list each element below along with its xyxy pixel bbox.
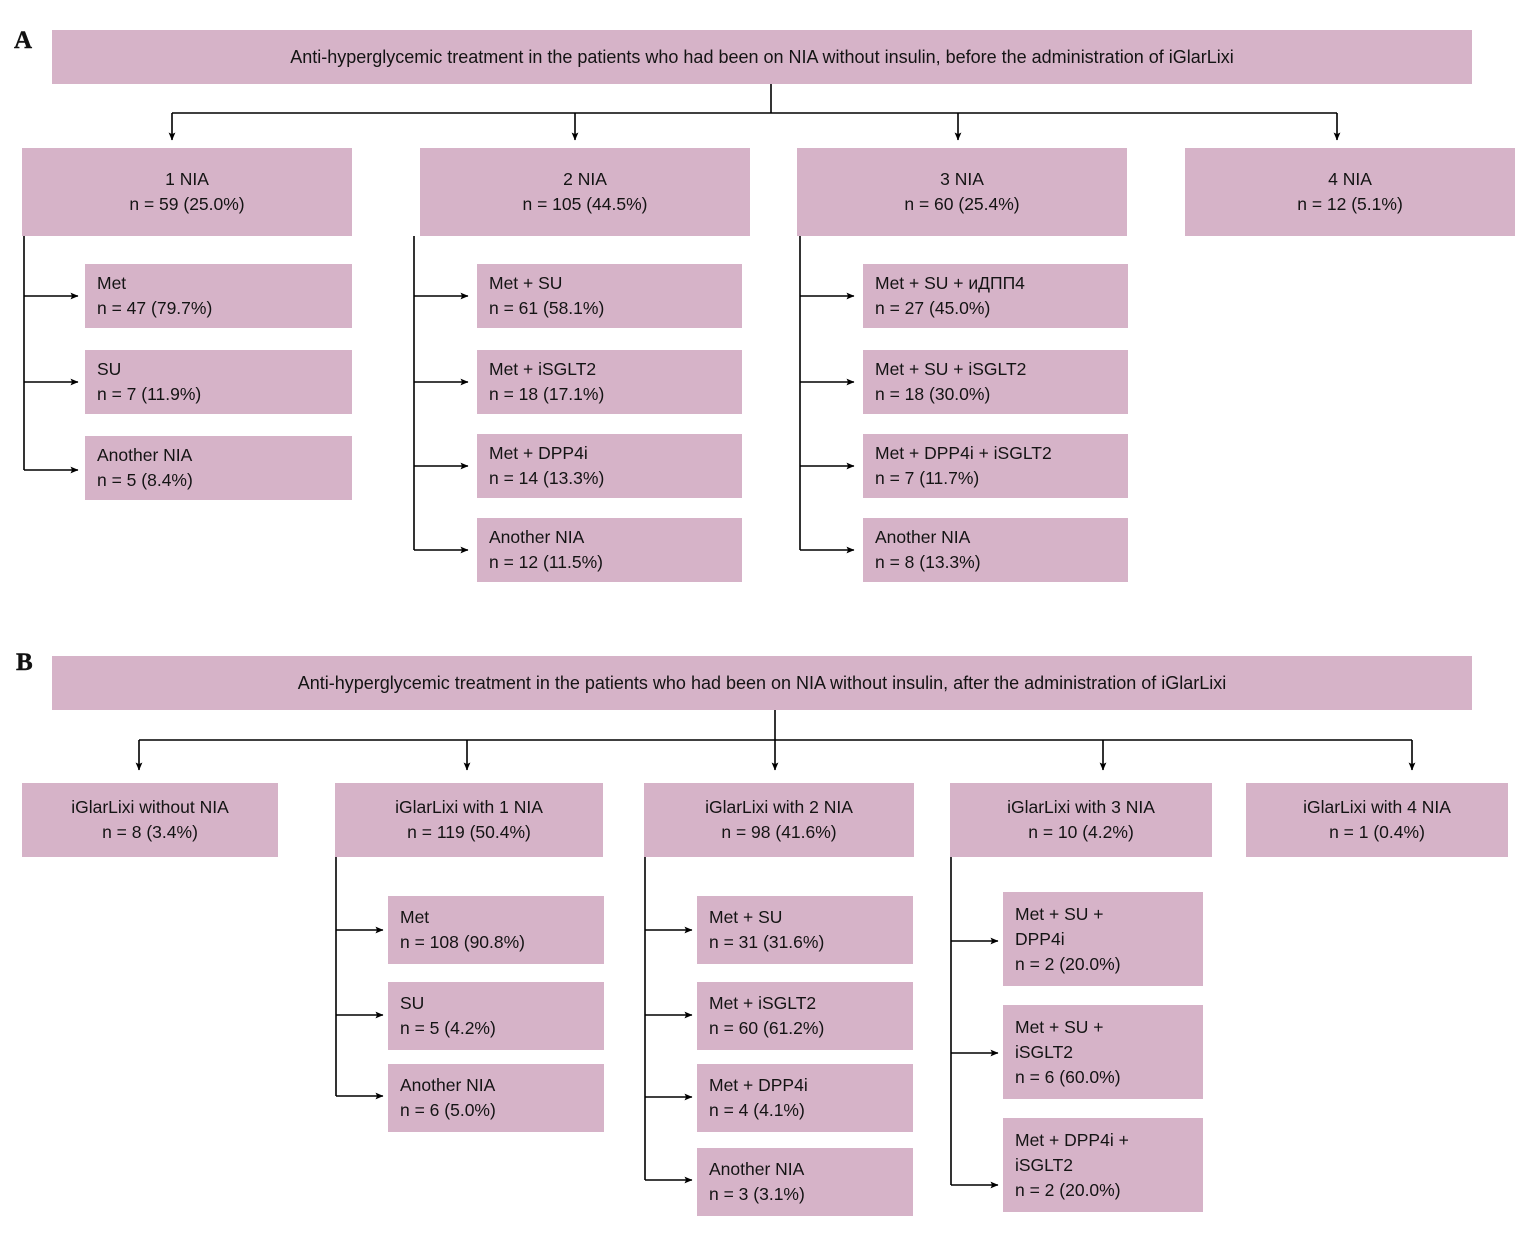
- child-label-line2: DPP4i: [1015, 928, 1065, 949]
- child-count: n = 61 (58.1%): [489, 298, 605, 318]
- child-label: Met: [400, 907, 430, 927]
- child-box-a2-4: Another NIA n = 12 (11.5%): [477, 518, 742, 582]
- child-box-a1-3: Another NIA n = 5 (8.4%): [85, 436, 352, 500]
- child-count: n = 47 (79.7%): [97, 298, 213, 318]
- branch-count: n = 105 (44.5%): [522, 194, 648, 214]
- child-label: Met + SU + iSGLT2: [875, 359, 1027, 379]
- child-label-line1: Met + SU +: [1015, 903, 1104, 924]
- child-count: n = 4 (4.1%): [709, 1100, 805, 1120]
- child-label: Another NIA: [400, 1075, 496, 1095]
- child-label: SU: [400, 993, 425, 1013]
- child-label: Met + SU: [489, 273, 563, 293]
- child-count: n = 2 (20.0%): [1015, 953, 1121, 974]
- child-label: Met + SU + иДПП4: [875, 273, 1025, 293]
- panel-a-title: Anti-hyperglycemic treatment in the pati…: [52, 30, 1472, 84]
- branch-count: n = 12 (5.1%): [1297, 194, 1403, 214]
- child-label: Met + iSGLT2: [489, 359, 597, 379]
- child-count: n = 8 (13.3%): [875, 552, 981, 572]
- child-label-line1: Met + SU +: [1015, 1016, 1104, 1037]
- child-label: Another NIA: [709, 1159, 805, 1179]
- child-box-b2-1: Met n = 108 (90.8%): [388, 896, 604, 964]
- branch-label: iGlarLixi with 1 NIA: [395, 797, 543, 817]
- branch-label: iGlarLixi with 3 NIA: [1007, 797, 1155, 817]
- child-count: n = 6 (5.0%): [400, 1100, 496, 1120]
- panel-b-title: Anti-hyperglycemic treatment in the pati…: [52, 656, 1472, 710]
- branch-box-b-4: iGlarLixi with 3 NIA n = 10 (4.2%): [950, 783, 1212, 857]
- child-box-a2-2: Met + iSGLT2 n = 18 (17.1%): [477, 350, 742, 414]
- branch-label: 2 NIA: [563, 169, 607, 189]
- child-count: n = 5 (8.4%): [97, 470, 193, 490]
- child-count: n = 6 (60.0%): [1015, 1066, 1121, 1087]
- child-count: n = 108 (90.8%): [400, 932, 526, 952]
- child-box-b3-3: Met + DPP4i n = 4 (4.1%): [697, 1064, 913, 1132]
- child-box-b3-2: Met + iSGLT2 n = 60 (61.2%): [697, 982, 913, 1050]
- branch-label: iGlarLixi without NIA: [71, 797, 229, 817]
- child-box-b2-2: SU n = 5 (4.2%): [388, 982, 604, 1050]
- child-label: Met + DPP4i + iSGLT2: [875, 443, 1052, 463]
- child-label: Met: [97, 273, 127, 293]
- branch-count: n = 98 (41.6%): [721, 822, 837, 842]
- child-count: n = 18 (17.1%): [489, 384, 605, 404]
- child-box-b3-1: Met + SU n = 31 (31.6%): [697, 896, 913, 964]
- child-box-a3-1: Met + SU + иДПП4 n = 27 (45.0%): [863, 264, 1128, 328]
- child-label-line2: iSGLT2: [1015, 1041, 1074, 1062]
- child-count: n = 7 (11.7%): [875, 468, 980, 488]
- child-box-a1-2: SU n = 7 (11.9%): [85, 350, 352, 414]
- child-box-b4-1: Met + SU + DPP4i n = 2 (20.0%): [1003, 892, 1203, 986]
- child-box-b2-3: Another NIA n = 6 (5.0%): [388, 1064, 604, 1132]
- child-count: n = 12 (11.5%): [489, 552, 603, 572]
- branch-count: n = 10 (4.2%): [1028, 822, 1134, 842]
- branch-label: iGlarLixi with 2 NIA: [705, 797, 853, 817]
- child-label: Another NIA: [97, 445, 193, 465]
- branch-count: n = 119 (50.4%): [407, 822, 531, 842]
- child-count: n = 7 (11.9%): [97, 384, 202, 404]
- child-count: n = 60 (61.2%): [709, 1018, 825, 1038]
- child-count: n = 5 (4.2%): [400, 1018, 496, 1038]
- branch-label: iGlarLixi with 4 NIA: [1303, 797, 1451, 817]
- child-count: n = 2 (20.0%): [1015, 1179, 1121, 1200]
- child-box-a2-1: Met + SU n = 61 (58.1%): [477, 264, 742, 328]
- child-box-a3-4: Another NIA n = 8 (13.3%): [863, 518, 1128, 582]
- child-count: n = 27 (45.0%): [875, 298, 991, 318]
- branch-box-a-1: 1 NIA n = 59 (25.0%): [22, 148, 352, 236]
- branch-box-b-5: iGlarLixi with 4 NIA n = 1 (0.4%): [1246, 783, 1508, 857]
- child-box-a3-2: Met + SU + iSGLT2 n = 18 (30.0%): [863, 350, 1128, 414]
- child-label: Met + SU: [709, 907, 783, 927]
- branch-box-a-3: 3 NIA n = 60 (25.4%): [797, 148, 1127, 236]
- child-label-line1: Met + DPP4i +: [1015, 1129, 1129, 1150]
- branch-count: n = 60 (25.4%): [904, 194, 1020, 214]
- branch-label: 3 NIA: [940, 169, 984, 189]
- branch-box-a-4: 4 NIA n = 12 (5.1%): [1185, 148, 1515, 236]
- branch-box-b-1: iGlarLixi without NIA n = 8 (3.4%): [22, 783, 278, 857]
- child-label-line2: iSGLT2: [1015, 1154, 1074, 1175]
- child-count: n = 18 (30.0%): [875, 384, 991, 404]
- panel-letter-b: B: [16, 649, 33, 676]
- child-box-b4-3: Met + DPP4i + iSGLT2 n = 2 (20.0%): [1003, 1118, 1203, 1212]
- branch-count: n = 8 (3.4%): [102, 822, 198, 842]
- branch-box-b-3: iGlarLixi with 2 NIA n = 98 (41.6%): [644, 783, 914, 857]
- child-label: Met + DPP4i: [489, 443, 588, 463]
- child-label: Met + iSGLT2: [709, 993, 817, 1013]
- branch-label: 1 NIA: [165, 169, 209, 189]
- branch-count: n = 59 (25.0%): [129, 194, 245, 214]
- child-count: n = 14 (13.3%): [489, 468, 605, 488]
- child-label: Met + DPP4i: [709, 1075, 808, 1095]
- branch-box-a-2: 2 NIA n = 105 (44.5%): [420, 148, 750, 236]
- branch-label: 4 NIA: [1328, 169, 1372, 189]
- panel-letter-a: A: [14, 27, 33, 54]
- child-count: n = 31 (31.6%): [709, 932, 825, 952]
- child-box-b3-4: Another NIA n = 3 (3.1%): [697, 1148, 913, 1216]
- child-box-a1-1: Met n = 47 (79.7%): [85, 264, 352, 328]
- child-count: n = 3 (3.1%): [709, 1184, 805, 1204]
- child-box-b4-2: Met + SU + iSGLT2 n = 6 (60.0%): [1003, 1005, 1203, 1099]
- branch-box-b-2: iGlarLixi with 1 NIA n = 119 (50.4%): [335, 783, 603, 857]
- child-label: SU: [97, 359, 122, 379]
- branch-count: n = 1 (0.4%): [1329, 822, 1425, 842]
- child-label: Another NIA: [875, 527, 971, 547]
- child-box-a2-3: Met + DPP4i n = 14 (13.3%): [477, 434, 742, 498]
- child-label: Another NIA: [489, 527, 585, 547]
- child-box-a3-3: Met + DPP4i + iSGLT2 n = 7 (11.7%): [863, 434, 1128, 498]
